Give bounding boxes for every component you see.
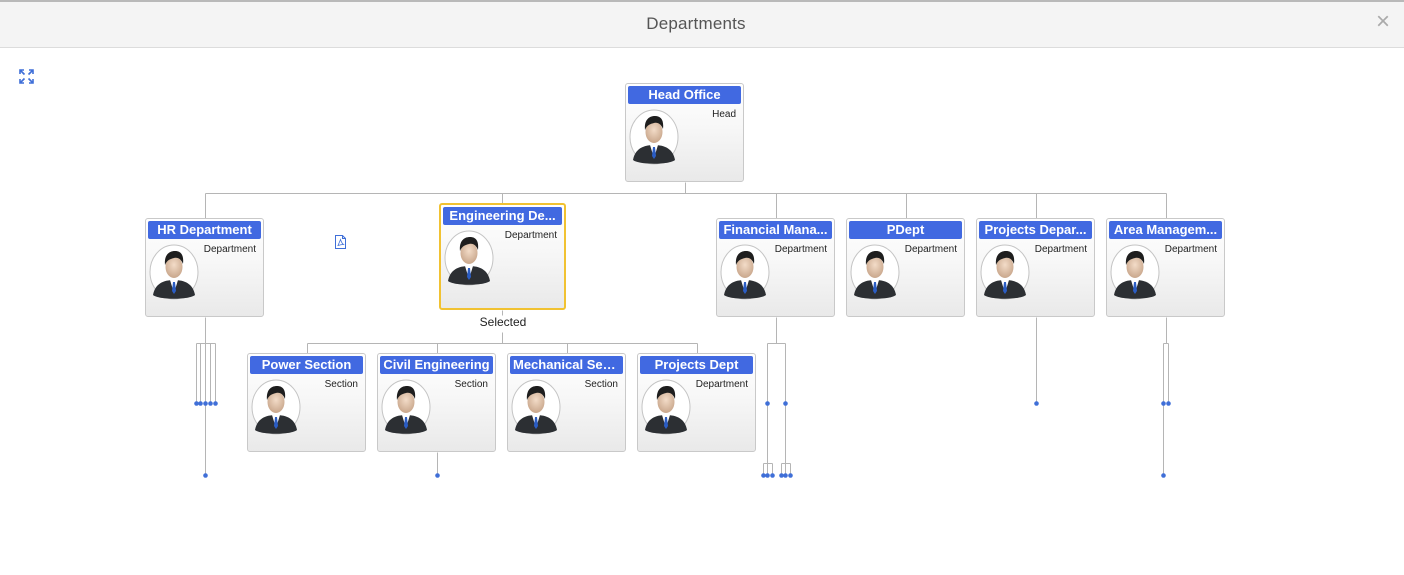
dialog-title: Departments xyxy=(646,14,746,33)
selected-label: Selected xyxy=(479,315,527,329)
node-title: Projects Depar... xyxy=(979,221,1092,239)
node-title: Financial Mana... xyxy=(719,221,832,239)
collapsed-branch-dot[interactable] xyxy=(765,401,770,406)
person-avatar-icon xyxy=(381,379,431,435)
node-role: Section xyxy=(454,379,488,390)
pdf-export-icon[interactable] xyxy=(334,235,347,249)
collapsed-branch-dot[interactable] xyxy=(194,401,199,406)
person-avatar-icon xyxy=(629,109,679,165)
node-role: Department xyxy=(774,244,827,255)
close-icon[interactable]: × xyxy=(1375,8,1390,35)
collapsed-branch-dot[interactable] xyxy=(1034,401,1039,406)
node-role: Department xyxy=(695,379,748,390)
org-node-proj[interactable]: Projects Depar... Department xyxy=(976,218,1095,317)
collapsed-branch-dot[interactable] xyxy=(203,473,208,478)
node-role: Section xyxy=(324,379,358,390)
collapsed-branch-dot[interactable] xyxy=(783,473,788,478)
collapsed-branch-dot[interactable] xyxy=(761,473,766,478)
node-title: Mechanical Sec... xyxy=(510,356,623,374)
person-avatar-icon xyxy=(980,244,1030,300)
collapsed-branch-dot[interactable] xyxy=(1161,401,1166,406)
top-edge xyxy=(0,0,1404,2)
node-title: Projects Dept xyxy=(640,356,753,374)
dialog-header: Departments × xyxy=(0,2,1404,48)
collapsed-branch-dot[interactable] xyxy=(765,473,770,478)
person-avatar-icon xyxy=(511,379,561,435)
person-avatar-icon xyxy=(720,244,770,300)
collapsed-branch-dot[interactable] xyxy=(1161,473,1166,478)
collapsed-branch-dot[interactable] xyxy=(213,401,218,406)
person-avatar-icon xyxy=(251,379,301,435)
node-title: Head Office xyxy=(628,86,741,104)
person-avatar-icon xyxy=(641,379,691,435)
node-role: Department xyxy=(1164,244,1217,255)
collapsed-branch-dot[interactable] xyxy=(779,473,784,478)
org-node-area[interactable]: Area Managem... Department xyxy=(1106,218,1225,317)
node-title: Civil Engineering xyxy=(380,356,493,374)
node-role: Section xyxy=(584,379,618,390)
collapsed-branch-dot[interactable] xyxy=(783,401,788,406)
collapsed-branch-dot[interactable] xyxy=(770,473,775,478)
collapsed-branch-dot[interactable] xyxy=(788,473,793,478)
node-role: Department xyxy=(1034,244,1087,255)
node-title: PDept xyxy=(849,221,962,239)
collapsed-branch-dot[interactable] xyxy=(1166,401,1171,406)
person-avatar-icon xyxy=(444,230,494,286)
collapsed-branch-dot[interactable] xyxy=(198,401,203,406)
collapsed-branch-dot[interactable] xyxy=(208,401,213,406)
node-title: Engineering De... xyxy=(443,207,562,225)
org-node-mech[interactable]: Mechanical Sec... Section xyxy=(507,353,626,452)
collapsed-branch-dot[interactable] xyxy=(203,401,208,406)
person-avatar-icon xyxy=(1110,244,1160,300)
node-title: Area Managem... xyxy=(1109,221,1222,239)
node-role: Department xyxy=(904,244,957,255)
node-role: Head xyxy=(712,109,736,120)
expand-icon[interactable] xyxy=(19,69,34,84)
collapsed-branch-dot[interactable] xyxy=(435,473,440,478)
org-node-eng[interactable]: Engineering De... Department xyxy=(439,203,566,310)
node-title: HR Department xyxy=(148,221,261,239)
person-avatar-icon xyxy=(850,244,900,300)
org-node-fin[interactable]: Financial Mana... Department xyxy=(716,218,835,317)
node-role: Department xyxy=(504,230,557,241)
node-role: Department xyxy=(203,244,256,255)
node-title: Power Section xyxy=(250,356,363,374)
person-avatar-icon xyxy=(149,244,199,300)
